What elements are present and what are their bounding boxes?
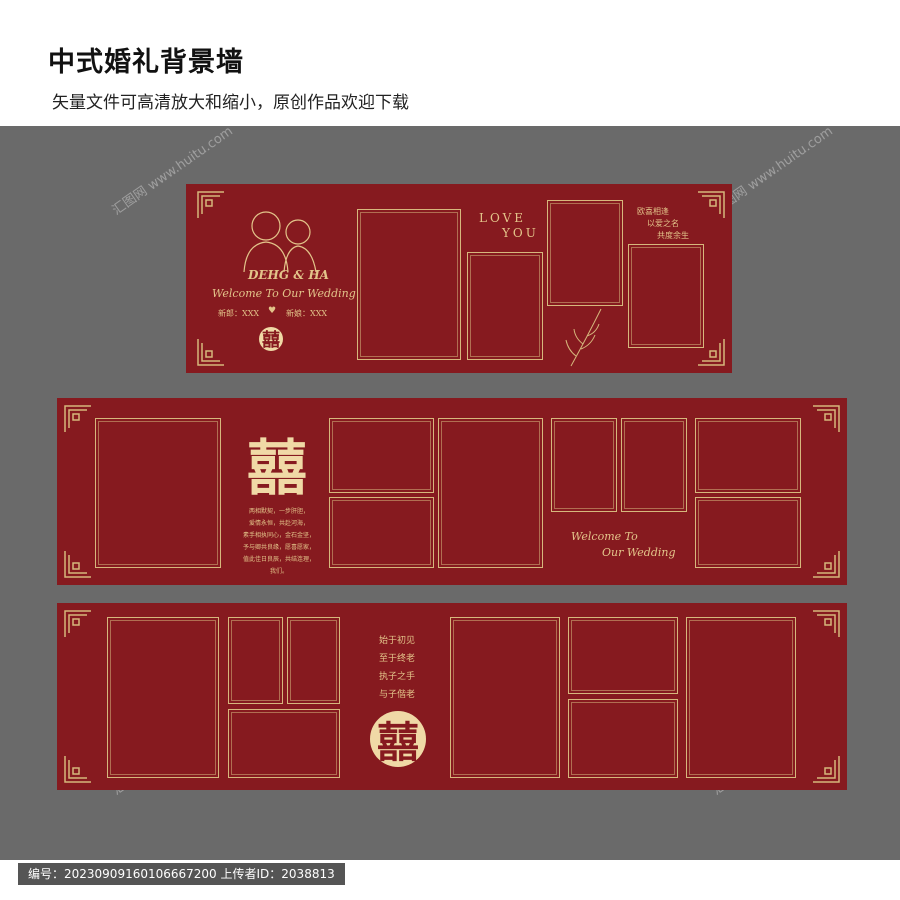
page-title: 中式婚礼背景墙 xyxy=(48,47,244,78)
corner-ornament-icon xyxy=(64,610,91,637)
corner-ornament-icon xyxy=(64,405,91,432)
verse-line: 与子偕老 xyxy=(379,690,416,700)
double-happiness-emblem: 囍 xyxy=(259,327,283,351)
corner-ornament-icon xyxy=(813,405,840,432)
photo-frame xyxy=(551,418,617,512)
photo-frame xyxy=(628,244,704,348)
file-id-label: 编号：20230909160106667200 上传者ID：2038813 xyxy=(18,863,345,885)
welcome-text: Welcome To xyxy=(571,530,638,543)
photo-frame xyxy=(686,617,796,778)
welcome-text: Our Wedding xyxy=(602,546,676,559)
corner-ornament-icon xyxy=(698,191,725,218)
corner-ornament-icon xyxy=(813,551,840,578)
photo-frame xyxy=(287,617,340,704)
wall-panel-top: DEHG & HA Welcome To Our Wedding 新郎：XXX … xyxy=(186,184,732,373)
photo-frame xyxy=(329,418,434,493)
corner-ornament-icon xyxy=(64,756,91,783)
verse-line: 执子之手 xyxy=(379,672,416,682)
leaf-branch-icon xyxy=(565,308,602,367)
photo-frame xyxy=(228,709,340,778)
photo-frame xyxy=(438,418,543,568)
photo-frame xyxy=(695,497,801,568)
corner-ornament-icon xyxy=(813,610,840,637)
poem-line: 欧喜相逢 xyxy=(637,207,669,216)
verse-line: 至于终老 xyxy=(379,654,416,664)
corner-ornament-icon xyxy=(64,551,91,578)
page-header: 中式婚礼背景墙 矢量文件可高清放大和缩小，原创作品欢迎下载 xyxy=(0,0,900,126)
poem-line: 共度余生 xyxy=(657,231,689,240)
page-subtitle: 矢量文件可高清放大和缩小，原创作品欢迎下载 xyxy=(52,93,409,113)
photo-frame xyxy=(228,617,283,704)
double-happiness-emblem: 囍 xyxy=(370,711,426,767)
photo-frame xyxy=(450,617,560,778)
heart-icon: ♥ xyxy=(268,306,277,316)
love-text: LOVE xyxy=(479,211,527,225)
corner-ornament-icon xyxy=(698,339,725,366)
bride-label: 新娘：XXX xyxy=(286,309,328,318)
photo-frame xyxy=(95,418,221,568)
corner-ornament-icon xyxy=(813,756,840,783)
photo-frame xyxy=(547,200,623,306)
you-text: YOU xyxy=(502,226,539,240)
photo-frame xyxy=(621,418,687,512)
photo-frame xyxy=(357,209,461,360)
photo-frame xyxy=(329,497,434,568)
welcome-text: Welcome To Our Wedding xyxy=(212,287,356,300)
wedding-paragraph: 两相默契，一步肝胆， 爱情永恒，共赴河海， 素手相执同心，金石金坚， 予与卿共良… xyxy=(242,508,315,575)
corner-ornament-icon xyxy=(197,191,224,218)
photo-frame xyxy=(107,617,219,778)
couple-illustration-icon xyxy=(243,211,317,273)
corner-ornament-icon xyxy=(197,339,224,366)
photo-frame xyxy=(568,617,678,694)
photo-frame xyxy=(695,418,801,493)
verse-line: 始于初见 xyxy=(379,636,416,646)
couple-names: DEHG & HA xyxy=(248,268,329,282)
groom-label: 新郎：XXX xyxy=(218,309,260,318)
photo-frame xyxy=(467,252,543,360)
poem-line: 以爱之名 xyxy=(647,219,679,228)
wall-panel-middle: 囍 两相默契，一步肝胆， 爱情永恒，共赴河海， 素手相执同心，金石金坚， 予与卿… xyxy=(57,398,847,585)
photo-frame xyxy=(568,699,678,778)
double-happiness-emblem: 囍 xyxy=(247,433,307,504)
wall-panel-bottom: 始于初见 至于终老 执子之手 与子偕老 囍 xyxy=(57,603,847,790)
